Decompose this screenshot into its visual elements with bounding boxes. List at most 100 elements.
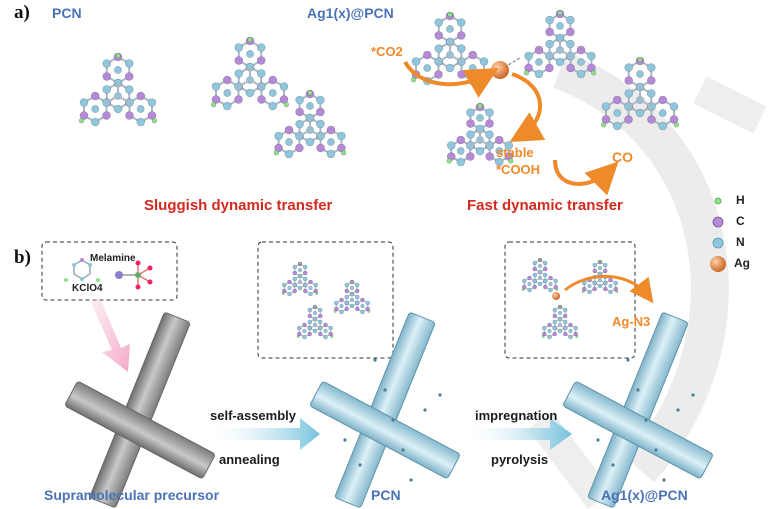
nitrogen-atom	[256, 69, 266, 78]
pore-dot	[654, 448, 658, 452]
nitrogen-atom	[344, 282, 350, 288]
nitrogen-atom	[545, 39, 554, 49]
carbon-atom	[527, 275, 532, 281]
carbon-atom	[545, 63, 554, 73]
pcn-rods	[310, 312, 460, 508]
carbon-atom	[592, 286, 597, 292]
nitrogen-atom	[466, 130, 475, 139]
nitrogen-atom	[295, 95, 304, 105]
hydrogen-atom	[315, 291, 319, 295]
nitrogen-atom	[566, 39, 575, 49]
carbon-atom	[256, 56, 266, 65]
bond	[117, 95, 132, 105]
pcn-inset-molecule	[281, 261, 371, 340]
carbon-atom	[307, 331, 312, 337]
nitrogen-atom	[636, 70, 644, 78]
nitrogen-atom	[317, 319, 323, 325]
nitrogen-atom	[317, 307, 323, 313]
carbon-atom	[543, 284, 548, 290]
nitrogen-atom	[535, 58, 543, 66]
hydrogen-atom	[637, 56, 643, 63]
carbon-atom	[102, 72, 112, 81]
nitrogen-atom	[568, 328, 573, 334]
nitrogen-atom	[411, 57, 421, 66]
precursor-inset-box	[41, 241, 178, 301]
sluggish-caption: Sluggish dynamic transfer	[144, 197, 333, 214]
carbon-atom	[465, 152, 475, 161]
nitrogen-atom	[542, 260, 548, 266]
bond	[599, 279, 607, 284]
bond	[299, 281, 307, 286]
nitrogen-atom	[274, 131, 283, 141]
carbon-atom	[603, 286, 608, 292]
carbon-atom	[494, 135, 504, 145]
hydrogen-atom	[410, 76, 417, 83]
carbon-atom	[532, 284, 537, 290]
bond	[539, 277, 547, 282]
carbon-atom	[125, 111, 134, 120]
nitrogen-atom	[456, 44, 466, 53]
nitrogen-atom	[485, 130, 494, 139]
ag-pcn-molecule	[410, 9, 680, 167]
nitrogen-atom	[328, 325, 333, 331]
carbon-atom	[624, 115, 633, 124]
nitrogen-atom	[323, 328, 328, 334]
nitrogen-atom	[532, 272, 538, 278]
co-label: CO	[612, 149, 633, 165]
pore-dot	[391, 418, 395, 422]
stable-label: stable	[496, 145, 534, 160]
nitrogen-atom	[587, 51, 596, 61]
hydrogen-atom	[210, 101, 217, 108]
nitrogen-atom	[597, 283, 603, 289]
nitrogen-atom	[349, 285, 355, 291]
carbon-atom	[669, 115, 679, 124]
nitrogen-atom	[302, 264, 308, 270]
hydrogen-atom	[523, 70, 530, 76]
bond	[533, 277, 541, 282]
nitrogen-atom	[211, 82, 221, 91]
nitrogen-atom	[302, 334, 307, 340]
nitrogen-atom	[466, 108, 475, 117]
hydrogen-atom	[298, 261, 302, 265]
nitrogen-atom	[476, 114, 484, 122]
carbon-atom	[302, 270, 308, 276]
nitrogen-atom	[479, 57, 489, 66]
nitrogen-atom	[308, 291, 313, 297]
precursor-rods	[65, 312, 215, 508]
carbon-atom	[292, 288, 297, 294]
nitrogen-atom	[576, 69, 586, 79]
carbon-atom	[456, 31, 466, 40]
step1-top-label: self-assembly	[210, 408, 296, 423]
nitrogen-atom	[285, 138, 293, 146]
nitrogen-atom	[495, 147, 504, 155]
carbon-atom	[234, 95, 243, 104]
nitrogen-atom	[246, 50, 254, 58]
nitrogen-atom	[562, 319, 568, 325]
hydrogen-atom	[575, 334, 579, 338]
nitrogen-atom	[624, 89, 634, 98]
legend-h-swatch	[714, 197, 722, 205]
nitrogen-atom	[365, 300, 370, 306]
bond	[559, 49, 573, 58]
nitrogen-atom	[646, 89, 656, 98]
nitrogen-atom	[534, 69, 544, 79]
nitrogen-atom	[524, 51, 533, 61]
nitrogen-atom	[282, 282, 287, 288]
hydrogen-atom	[600, 121, 607, 128]
carbon-atom	[102, 111, 111, 120]
carbon-atom	[658, 95, 668, 105]
pore-dot	[676, 408, 680, 412]
nitrogen-atom	[90, 117, 100, 127]
carbon-atom	[234, 56, 244, 65]
bond	[297, 129, 311, 138]
nitrogen-atom	[456, 18, 466, 27]
nitrogen-atom	[256, 43, 266, 52]
nitrogen-atom	[305, 137, 315, 147]
carbon-atom	[456, 135, 466, 145]
nitrogen-atom	[542, 325, 547, 331]
bond	[436, 54, 451, 64]
bond	[249, 79, 264, 89]
pore-dot	[401, 448, 405, 452]
nitrogen-atom	[327, 138, 335, 146]
carbon-atom	[354, 288, 360, 294]
